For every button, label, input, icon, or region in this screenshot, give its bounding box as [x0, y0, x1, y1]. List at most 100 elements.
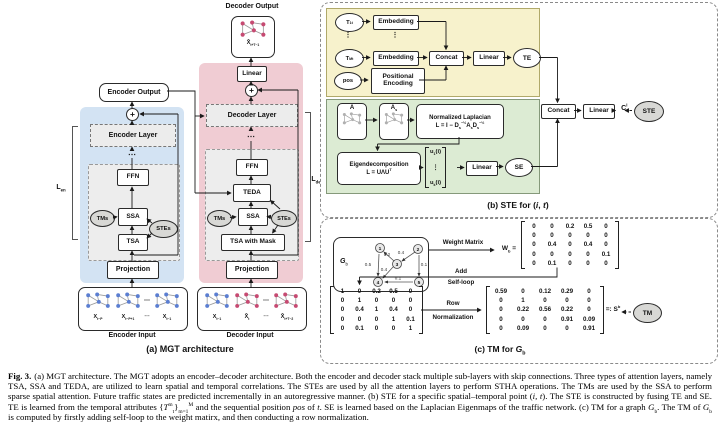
- gb-edge-weight: 0.4: [381, 267, 388, 272]
- matrix-cell: 0: [586, 232, 590, 240]
- tm-ellipse: TM: [633, 303, 662, 323]
- gb-edge-weight: 0.5: [365, 262, 372, 267]
- matrix-cell: 1: [521, 297, 525, 305]
- matrix-cell: 0: [550, 250, 554, 258]
- matrix-cell: 0: [543, 297, 547, 305]
- stes-ellipse-encoder: STEs: [149, 220, 178, 238]
- add-selfloop-label-2: Self-loop: [447, 279, 475, 286]
- matrix-bracket-left: [486, 286, 490, 335]
- te-ellipse: TE: [513, 48, 541, 68]
- normalized-laplacian-formula: L = I − Ds−½AsDs−½: [435, 120, 485, 130]
- weight-matrix-label: Weight Matrix: [442, 239, 484, 246]
- encoder-input-title: Encoder Input: [108, 332, 156, 339]
- matrix-cell: 0: [586, 250, 590, 258]
- pos-ellipse: pos: [334, 72, 362, 90]
- linear-box-te: Linear: [473, 51, 505, 66]
- matrix-cell: 0: [340, 297, 345, 305]
- matrix-cell: 0.4: [355, 306, 364, 314]
- ssa-box-encoder: SSA: [118, 208, 148, 226]
- add-icon-encoder: +: [126, 108, 139, 121]
- eigenvector-top: u1(i): [430, 149, 442, 157]
- traffic-graph-icon: [233, 292, 261, 310]
- matrix-cell: 0: [604, 241, 608, 249]
- matrix-cell: 0: [532, 232, 536, 240]
- matrix-cell: 1: [357, 297, 362, 305]
- encoder-input-dots: ⋯: [144, 298, 150, 304]
- eigenvector-vector: u1(i) ⋮ uk(i): [425, 147, 447, 188]
- gb-node-label: 5: [418, 280, 421, 286]
- adjacency-as-box: As: [379, 103, 409, 140]
- matrix-cell: 0: [532, 241, 536, 249]
- gb-edge-weight: 0.1: [421, 262, 428, 267]
- matrix-cell: 0.29: [560, 288, 574, 295]
- graph-gb-drawing: 1 2 3 4 5 0.2 0.4 0.5 0.4 0.1 0.1: [365, 243, 428, 287]
- matrix-cell: 0: [532, 259, 536, 267]
- matrix-cell: 0.91: [582, 324, 596, 332]
- matrix-cell: 0: [565, 324, 569, 332]
- matrix-cell: 0.5: [389, 288, 398, 295]
- figure-caption-text: (a) MGT architecture. The MGT adopts an …: [8, 371, 712, 422]
- decoder-layer-box: Decoder Layer: [206, 104, 298, 127]
- matrix-cell: 0.2: [565, 223, 575, 230]
- encoder-output-box: Encoder Output: [99, 83, 169, 102]
- matrix-cell: 0: [408, 306, 413, 314]
- ssa-box-decoder: SSA: [238, 208, 268, 226]
- matrix-cell: 0: [391, 324, 396, 332]
- vector-bracket-left: [425, 147, 429, 188]
- wb-var: Wb =: [501, 245, 517, 254]
- matrix-cell: 0.09: [582, 315, 596, 323]
- gb-node-label: 2: [417, 247, 420, 253]
- decoder-depth-label: Lde: [311, 176, 321, 185]
- decoder-input-var: X̂t: [244, 314, 250, 322]
- matrix-cell: 0.4: [389, 306, 398, 314]
- gb-node-label: 3: [396, 262, 399, 268]
- linear-box-se: Linear: [466, 161, 498, 176]
- gb-edge-weight: 0.2: [384, 252, 391, 257]
- traffic-graph-icon: [84, 292, 112, 310]
- row-normalization-label-2: Normalization: [432, 314, 474, 321]
- matrix-cell: 0.1: [547, 259, 557, 267]
- matrix-cell: 0.1: [601, 250, 611, 258]
- matrix-cell: 0: [568, 241, 572, 249]
- adjacency-a-label: A: [349, 105, 355, 111]
- matrix-cell: 0: [568, 232, 572, 240]
- decoder-input-var: X̂t+T−2: [280, 314, 294, 322]
- matrix-cell: 0: [550, 223, 554, 230]
- vector-bracket-right: [442, 147, 447, 188]
- row-normalization-label-1: Row: [446, 300, 460, 307]
- matrix-cell: 0: [357, 315, 362, 323]
- matrix-cell: 0: [586, 259, 590, 267]
- matrix-cell: 0: [565, 297, 569, 305]
- traffic-graph-icon: [153, 292, 181, 310]
- decoder-input-var: Xt−1: [212, 314, 222, 322]
- add-selfloop-label-1: Add: [454, 268, 468, 275]
- matrix-cell: 1: [391, 315, 396, 323]
- te-branch-vdots: ⋮: [344, 32, 352, 39]
- matrix-cell: 0.4: [547, 241, 557, 249]
- matrix-cell: 1: [408, 324, 413, 332]
- matrix-cell: 0.22: [560, 306, 574, 314]
- matrix-cell: 0: [587, 288, 591, 295]
- eigenvector-dots: ⋮: [432, 164, 439, 171]
- matrix-cell: 0: [568, 250, 572, 258]
- matrix-cell: 0.4: [583, 241, 593, 249]
- traffic-graph-icon: [272, 292, 300, 310]
- matrix-cell: 0: [340, 306, 345, 314]
- matrix-cell: 0: [521, 315, 525, 323]
- projection-box-encoder: Projection: [107, 261, 159, 279]
- eigendecomposition-box: Eigendecomposition L = UΛUT: [337, 152, 421, 185]
- encoder-depth-bracket: [72, 126, 78, 240]
- matrix-cell: 0.22: [516, 306, 530, 314]
- decoder-output-title: Decoder Output: [225, 3, 279, 10]
- matrix-cell: 0: [604, 232, 608, 240]
